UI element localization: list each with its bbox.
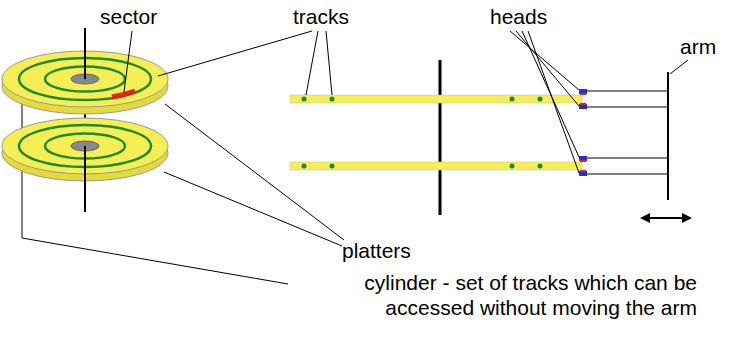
platter-side: [290, 95, 582, 103]
spindle: [84, 28, 86, 79]
sector-mark: [112, 91, 135, 97]
track-dots: [302, 97, 543, 169]
part-label: heads: [490, 4, 547, 29]
heads: [579, 89, 587, 176]
arm: [587, 72, 668, 200]
part-label: platters: [342, 238, 411, 263]
part-label: tracks: [293, 4, 349, 29]
leader-lines: [124, 31, 688, 246]
part-label: arm: [680, 34, 716, 59]
move-arrow: [640, 213, 692, 223]
platter-side: [290, 162, 582, 170]
leader-line: [22, 238, 288, 284]
spindle: [439, 60, 442, 215]
part-label: sector: [100, 4, 157, 29]
part-label: cylinder - set of tracks which can be ac…: [283, 270, 697, 320]
spindle: [84, 146, 86, 212]
